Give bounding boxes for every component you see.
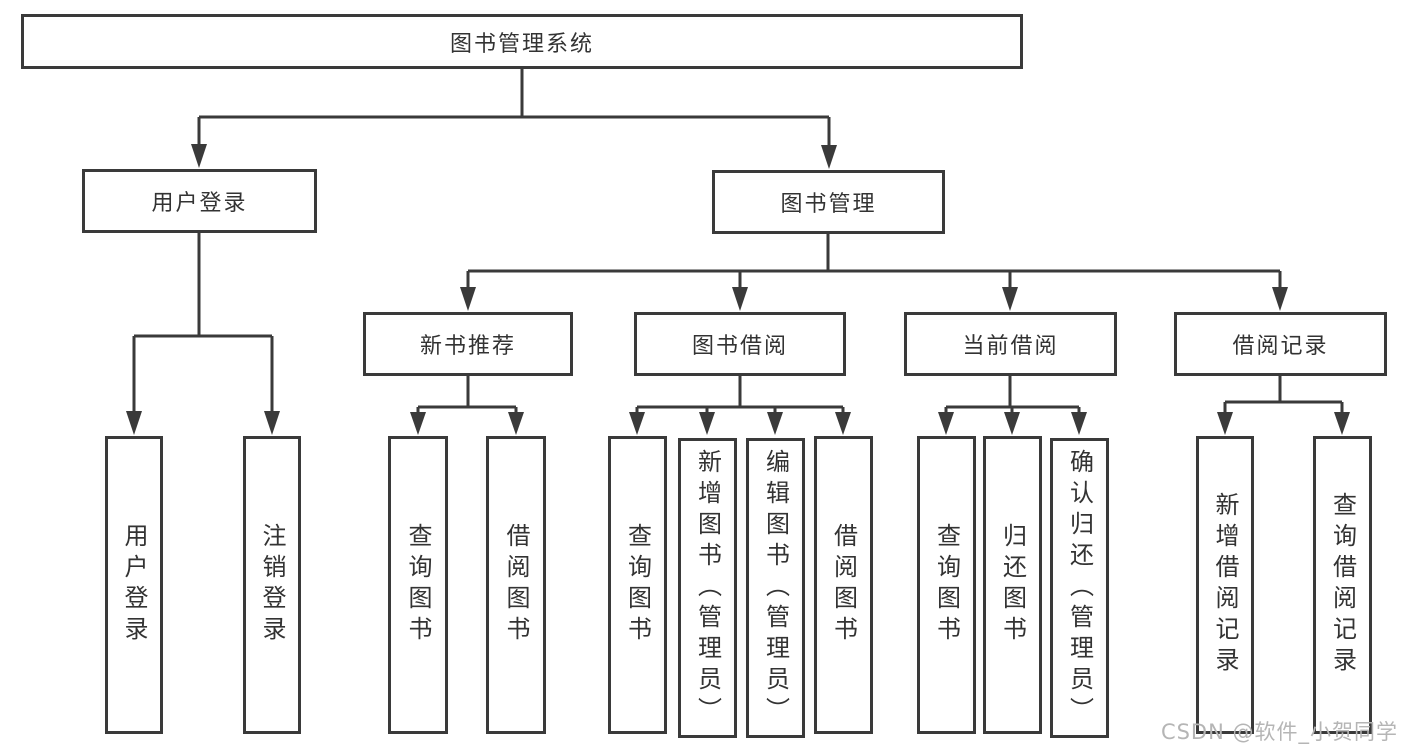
leaf-label: 新增图书（管理员） (693, 448, 722, 728)
node-book-management: 图书管理 (712, 170, 945, 234)
node-label: 借阅记录 (1232, 334, 1329, 359)
leaf-label: 确认归还（管理员） (1065, 448, 1094, 728)
arrow-icon (699, 412, 715, 435)
leaf-label: 归还图书 (998, 523, 1027, 647)
arrow-icon (1272, 287, 1288, 311)
arrow-icon (767, 412, 783, 435)
node-label: 当前借阅 (962, 334, 1059, 359)
leaf-label: 借阅图书 (829, 523, 858, 647)
node-label: 图书管理系统 (449, 31, 594, 57)
book-borrow-split-line (635, 376, 845, 414)
leaf-query-books-current: 查询图书 (917, 436, 976, 734)
connector-paths (132, 69, 1344, 414)
arrow-icon (1334, 412, 1350, 435)
node-user-login: 用户登录 (82, 169, 317, 233)
leaf-borrow-books: 借阅图书 (814, 436, 873, 734)
new-book-split-line (416, 376, 518, 414)
csdn-watermark: CSDN @软件_小贺同学 (1160, 720, 1398, 744)
arrow-icon (126, 411, 142, 435)
node-current-borrowing: 当前借阅 (904, 312, 1117, 376)
leaf-label: 查询借阅记录 (1328, 492, 1357, 678)
leaf-label: 查询图书 (932, 523, 961, 647)
leaf-label: 编辑图书（管理员） (761, 448, 790, 728)
node-library-management-system: 图书管理系统 (21, 14, 1023, 69)
borrow-record-split-line (1223, 376, 1344, 414)
node-label: 用户登录 (151, 191, 248, 216)
leaf-return-books: 归还图书 (983, 436, 1042, 734)
arrow-icon (1217, 412, 1233, 435)
arrow-icon (508, 412, 524, 435)
leaf-label: 借阅图书 (502, 523, 530, 647)
leaf-label: 用户登录 (120, 523, 148, 647)
leaf-add-borrow-record: 新增借阅记录 (1196, 436, 1254, 734)
current-borrow-split-line (944, 376, 1081, 414)
leaf-add-books-admin: 新增图书（管理员） (678, 438, 737, 738)
leaf-query-books-borrowing: 查询图书 (608, 436, 667, 734)
node-book-borrowing: 图书借阅 (634, 312, 846, 376)
arrow-icon (410, 412, 426, 435)
arrow-icon (460, 287, 476, 311)
node-label: 新书推荐 (419, 334, 516, 359)
leaf-query-borrow-record: 查询借阅记录 (1313, 436, 1372, 734)
arrow-icon (835, 412, 851, 435)
arrow-icon (1004, 412, 1020, 435)
leaf-label: 查询图书 (404, 523, 432, 647)
arrow-icon (938, 412, 954, 435)
node-label: 图书管理 (780, 192, 877, 217)
root-split-line (197, 69, 831, 147)
arrow-icon (821, 145, 837, 169)
leaf-label: 新增借阅记录 (1211, 492, 1239, 678)
arrow-icon (1002, 287, 1018, 311)
leaf-logout: 注销登录 (243, 436, 301, 734)
arrow-icon (191, 144, 207, 168)
node-borrowing-records: 借阅记录 (1174, 312, 1387, 376)
leaf-confirm-return-admin: 确认归还（管理员） (1050, 438, 1109, 738)
arrowheads (126, 144, 1350, 435)
arrow-icon (629, 412, 645, 435)
leaf-query-books-recommend: 查询图书 (388, 436, 448, 734)
leaf-borrow-books-recommend: 借阅图书 (486, 436, 546, 734)
book-mgmt-split-line (466, 233, 1282, 289)
arrow-icon (264, 411, 280, 435)
user-login-split-line (132, 232, 274, 413)
node-new-book-recommend: 新书推荐 (363, 312, 573, 376)
node-label: 图书借阅 (691, 334, 788, 359)
arrow-icon (1071, 412, 1087, 435)
arrow-icon (732, 287, 748, 311)
leaf-label: 注销登录 (258, 523, 286, 647)
leaf-edit-books-admin: 编辑图书（管理员） (746, 438, 805, 738)
leaf-user-login: 用户登录 (105, 436, 163, 734)
leaf-label: 查询图书 (623, 523, 652, 647)
